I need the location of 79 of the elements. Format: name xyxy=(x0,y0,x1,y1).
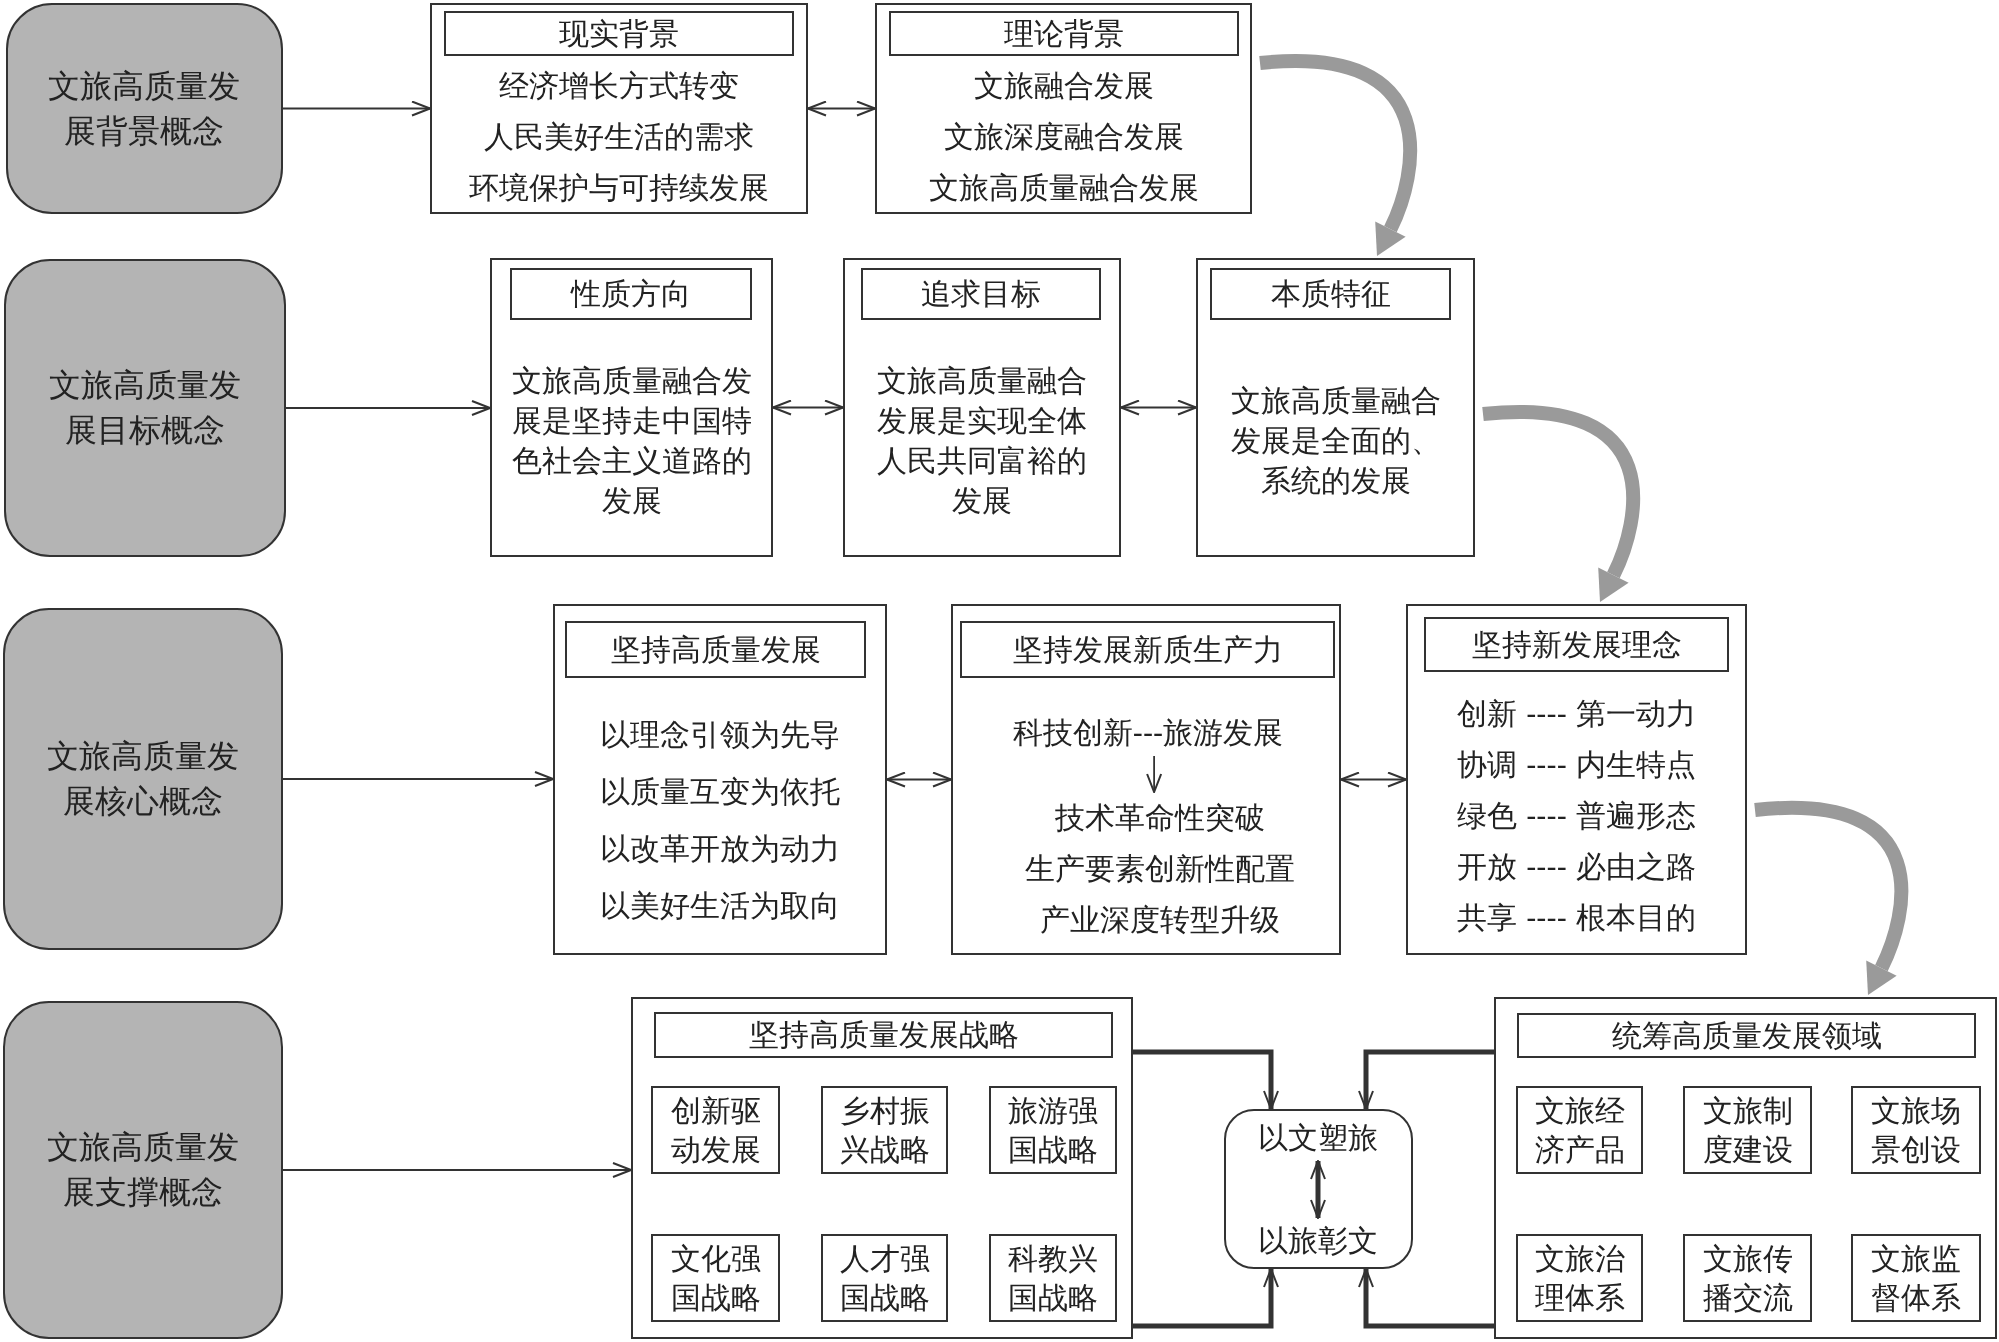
category-box: 文旅高质量发展目标概念 xyxy=(4,259,286,557)
arrow xyxy=(1133,1268,1279,1329)
item-box: 科教兴国战略 xyxy=(989,1234,1117,1322)
item-box: 文旅监督体系 xyxy=(1851,1234,1981,1322)
category-box: 文旅高质量发展支撑概念 xyxy=(3,1001,283,1339)
content-box xyxy=(553,604,887,955)
content-box xyxy=(1196,258,1475,557)
content-box xyxy=(843,258,1121,557)
item-box: 文旅经济产品 xyxy=(1516,1086,1643,1174)
item-box: 文旅治理体系 xyxy=(1516,1234,1643,1322)
item-box: 文旅传播交流 xyxy=(1683,1234,1812,1322)
arrow xyxy=(1120,399,1197,416)
arrow xyxy=(1310,1160,1326,1219)
body-text: 人民美好生活的需求 xyxy=(484,118,754,156)
body-text: 以文塑旅 xyxy=(1258,1115,1378,1161)
body-text: 协调 ---- 内生特点 xyxy=(1456,746,1697,784)
body-text: 开放 ---- 必由之路 xyxy=(1456,848,1697,886)
item-box: 旅游强国战略 xyxy=(989,1086,1117,1174)
body-text: 产业深度转型升级 xyxy=(1039,901,1281,939)
content-box xyxy=(1494,997,1997,1339)
heading-box: 本质特征 xyxy=(1210,268,1451,320)
heading-box: 坚持新发展理念 xyxy=(1424,617,1729,672)
curved-arrow xyxy=(1259,54,1417,256)
arrow xyxy=(886,771,952,788)
body-text: 创新 ---- 第一动力 xyxy=(1456,695,1697,733)
body-text: 技术革命性突破 xyxy=(1054,799,1266,837)
rounded-box xyxy=(1224,1109,1413,1269)
content-box xyxy=(875,3,1252,214)
arrow xyxy=(1358,1268,1494,1329)
heading-box: 坚持高质量发展 xyxy=(565,621,866,678)
content-box xyxy=(951,604,1341,955)
item-box: 人才强国战略 xyxy=(821,1234,948,1322)
heading-box: 理论背景 xyxy=(889,11,1239,56)
body-text: 经济增长方式转变 xyxy=(499,67,739,105)
heading-box: 追求目标 xyxy=(861,268,1101,320)
body-text: 文旅深度融合发展 xyxy=(943,118,1184,156)
arrow xyxy=(282,771,554,787)
item-box: 乡村振兴战略 xyxy=(821,1086,948,1174)
arrow xyxy=(1133,1049,1279,1110)
body-text: 以理念引领为先导 xyxy=(600,715,840,754)
body-text: 环境保护与可持续发展 xyxy=(469,169,769,207)
curved-arrow xyxy=(1754,800,1909,995)
heading-box: 现实背景 xyxy=(444,11,794,56)
curved-arrow xyxy=(1482,405,1640,602)
arrow xyxy=(1358,1049,1494,1110)
body-text: 科技创新---旅游发展 xyxy=(1012,710,1284,756)
body-text: 文旅融合发展 xyxy=(973,67,1154,105)
body-text: 文旅高质量融合发展 xyxy=(928,169,1199,207)
content-box xyxy=(430,3,808,214)
body-text: 以旅彰文 xyxy=(1258,1218,1378,1264)
body-text: 以改革开放为动力 xyxy=(600,829,840,868)
arrow xyxy=(1146,755,1163,793)
arrow xyxy=(282,1162,632,1178)
paragraph-text: 文旅高质量融合发展是坚持走中国特色社会主义道路的发展 xyxy=(510,361,753,520)
heading-box: 坚持发展新质生产力 xyxy=(960,621,1335,678)
paragraph-text: 文旅高质量融合发展是全面的、系统的发展 xyxy=(1229,381,1442,500)
heading-box: 坚持高质量发展战略 xyxy=(654,1012,1113,1058)
heading-box: 统筹高质量发展领域 xyxy=(1517,1013,1976,1058)
category-box: 文旅高质量发展背景概念 xyxy=(6,3,283,214)
body-text: 生产要素创新性配置 xyxy=(1025,850,1295,888)
body-text: 以质量互变为依托 xyxy=(600,772,840,811)
paragraph-text: 文旅高质量融合发展是实现全体人民共同富裕的发展 xyxy=(876,361,1088,520)
arrow xyxy=(285,400,491,416)
arrow xyxy=(1340,771,1407,788)
category-box: 文旅高质量发展核心概念 xyxy=(3,608,283,950)
arrow xyxy=(772,399,844,416)
item-box: 文旅场景创设 xyxy=(1851,1086,1981,1174)
content-box xyxy=(631,997,1133,1339)
item-box: 文化强国战略 xyxy=(651,1234,780,1322)
item-box: 文旅制度建设 xyxy=(1683,1086,1812,1174)
body-text: 共享 ---- 根本目的 xyxy=(1456,899,1697,937)
arrow xyxy=(807,100,876,117)
body-text: 以美好生活为取向 xyxy=(600,886,840,925)
body-text: 绿色 ---- 普遍形态 xyxy=(1456,797,1697,835)
content-box xyxy=(1406,604,1747,955)
arrow xyxy=(282,100,431,117)
content-box xyxy=(490,258,773,557)
heading-box: 性质方向 xyxy=(510,268,752,320)
item-box: 创新驱动发展 xyxy=(651,1086,780,1174)
